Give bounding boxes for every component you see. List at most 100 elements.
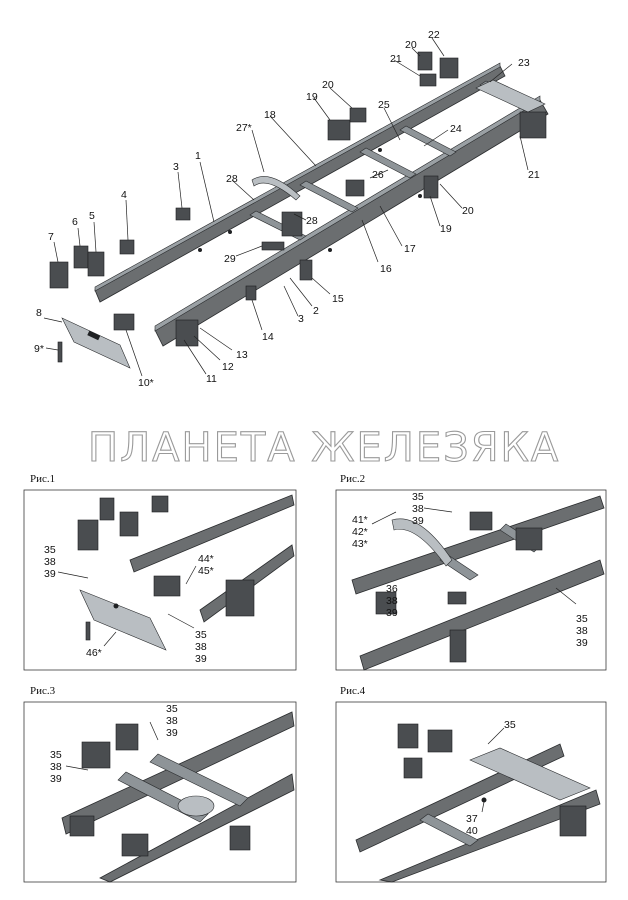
- bracket-7: [49, 261, 69, 289]
- callout: 1: [195, 150, 201, 162]
- callout: 35: [195, 629, 207, 641]
- figure-frame-3: [23, 701, 297, 883]
- callout: 38: [412, 503, 424, 515]
- callout: 39: [166, 727, 178, 739]
- main-frame-view: [49, 51, 549, 369]
- callout: 35: [504, 719, 516, 731]
- figure-caption: Рис.4: [340, 685, 366, 697]
- callout: 45*: [198, 565, 214, 577]
- spring-hanger-19: [423, 175, 439, 199]
- bracket-10: [113, 313, 135, 331]
- rear-cross-plate: [475, 79, 546, 113]
- callout: 36: [386, 583, 398, 595]
- figure-1-drawing: [57, 494, 295, 651]
- bracket-20-top: [417, 51, 433, 71]
- figure-3-drawing: [61, 711, 295, 883]
- callout: 19: [306, 91, 318, 103]
- callout: 39: [44, 568, 56, 580]
- callout: 24: [450, 123, 462, 135]
- figure-frame-4: [335, 701, 607, 883]
- callout: 38: [44, 556, 56, 568]
- callout: 28: [226, 173, 238, 185]
- mount-26: [345, 179, 365, 197]
- callout: 43*: [352, 538, 368, 550]
- callout: 40: [466, 825, 478, 837]
- callout: 35: [576, 613, 588, 625]
- rail-hole: [418, 194, 422, 198]
- bracket-3: [175, 207, 191, 221]
- bracket-6: [73, 245, 89, 269]
- callout: 22: [428, 29, 440, 41]
- main-leader-lines: [43, 37, 529, 377]
- callout: 16: [380, 263, 392, 275]
- callout: 10*: [138, 377, 154, 389]
- callout: 13: [236, 349, 248, 361]
- callout: 46*: [86, 647, 102, 659]
- callout: 25: [378, 99, 390, 111]
- callout: 39: [412, 515, 424, 527]
- callout: 38: [50, 761, 62, 773]
- bumper-slot: [87, 330, 101, 341]
- cross-member-1: [299, 180, 359, 213]
- callout: 4: [121, 189, 127, 201]
- callout: 35: [44, 544, 56, 556]
- cross-member-3: [399, 125, 457, 157]
- front-bumper-plate: [61, 317, 131, 369]
- rear-hitch-21: [519, 111, 547, 139]
- bracket-5: [87, 251, 105, 277]
- bolt-9: [57, 341, 63, 363]
- callout: 15: [332, 293, 344, 305]
- callout: 38: [386, 595, 398, 607]
- callout: 2: [313, 305, 319, 317]
- callout: 27*: [236, 122, 252, 134]
- mount-19-upper: [327, 119, 351, 141]
- callout: 38: [166, 715, 178, 727]
- callout: 35: [50, 749, 62, 761]
- callout: 19: [440, 223, 452, 235]
- rail-hole: [198, 248, 202, 252]
- callout: 12: [222, 361, 234, 373]
- callout: 23: [518, 57, 530, 69]
- callout: 29: [224, 253, 236, 265]
- mount-28: [281, 211, 303, 237]
- callout: 20: [405, 39, 417, 51]
- figure-2-drawing: [351, 495, 605, 671]
- figure-caption: Рис.1: [30, 473, 55, 485]
- callout: 35: [166, 703, 178, 715]
- callout: 44*: [198, 553, 214, 565]
- bracket-22: [439, 57, 459, 79]
- callout: 20: [462, 205, 474, 217]
- figure-caption: Рис.2: [340, 473, 365, 485]
- callout: 3: [298, 313, 304, 325]
- watermark-text: ПЛАНЕТА ЖЕЛЕЗЯКА: [88, 425, 560, 471]
- figure-frame-1: [23, 489, 297, 671]
- callout: 18: [264, 109, 276, 121]
- bracket-29: [261, 241, 285, 251]
- callout: 39: [50, 773, 62, 785]
- figure-caption: Рис.3: [30, 685, 56, 697]
- rail-hole: [378, 148, 382, 152]
- mount-20-upper: [349, 107, 367, 123]
- callout: 5: [89, 210, 95, 222]
- callout: 26: [372, 169, 384, 181]
- side-member-left-flange: [94, 62, 501, 292]
- spring-hanger-15: [299, 259, 313, 281]
- callout: 21: [528, 169, 540, 181]
- main-callouts: 1 2 3 3 4 5 6 7 8 9* 10* 11 12 13 14 15 …: [34, 29, 540, 389]
- callout: 14: [262, 331, 274, 343]
- callout: 9*: [34, 343, 44, 355]
- callout: 41*: [352, 514, 368, 526]
- bracket-4: [119, 239, 135, 255]
- callout: 7: [48, 231, 54, 243]
- callout: 39: [195, 653, 207, 665]
- callout: 28: [306, 215, 318, 227]
- callout: 3: [173, 161, 179, 173]
- callout: 17: [404, 243, 416, 255]
- bracket-21-top: [419, 73, 437, 87]
- figure-4-drawing: [355, 723, 601, 883]
- callout: 42*: [352, 526, 368, 538]
- arch-cross-member: [251, 176, 301, 201]
- callout: 20: [322, 79, 334, 91]
- callout: 11: [206, 373, 217, 385]
